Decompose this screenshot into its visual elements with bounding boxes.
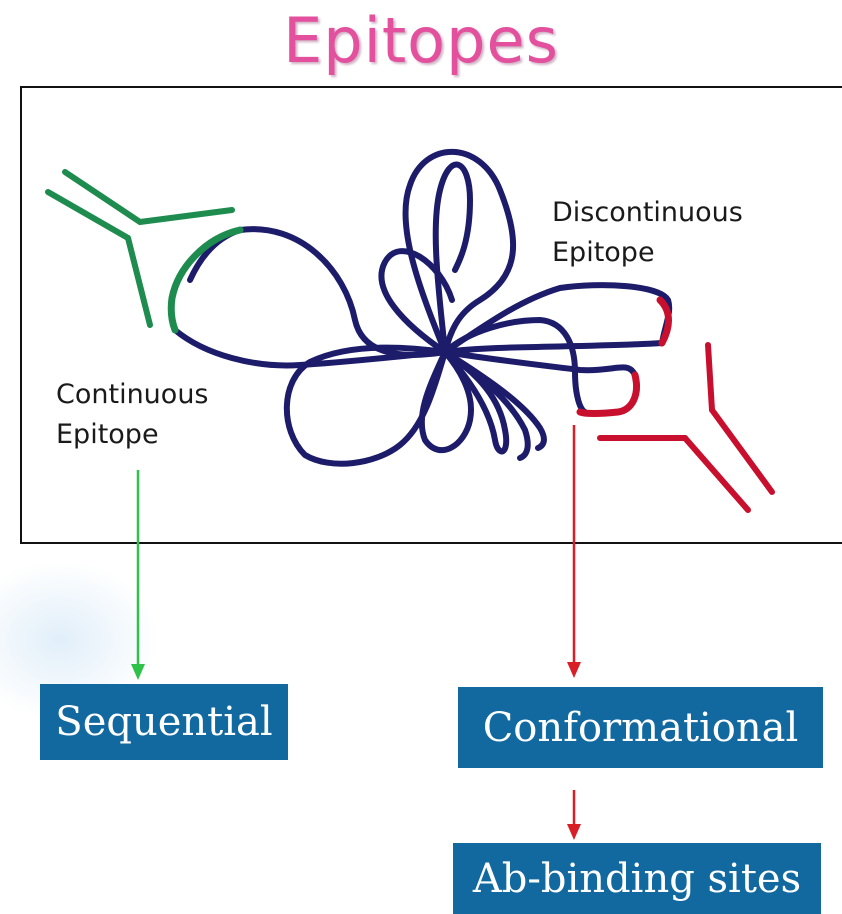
discontinuous-epitope-label-line2: Epitope <box>552 236 655 270</box>
conformational-box: Conformational <box>458 687 823 768</box>
arrow-discontinuous-to-conformational <box>567 425 581 678</box>
continuous-epitope-segment <box>171 230 240 330</box>
chain-top-loop <box>405 152 513 352</box>
arrow-conformational-to-ab-binding <box>567 790 581 840</box>
sequential-box: Sequential <box>40 684 288 760</box>
ab-binding-sites-box: Ab-binding sites <box>453 843 821 914</box>
continuous-epitope-label-line2: Epitope <box>56 418 159 452</box>
discontinuous-epitope-label-line1: Discontinuous <box>552 196 743 230</box>
discontinuous-epitope-segments <box>580 300 669 414</box>
continuous-epitope-label-line1: Continuous <box>56 378 209 412</box>
chain-lower-right-loop <box>445 352 506 451</box>
arrow-continuous-to-sequential <box>131 470 145 680</box>
